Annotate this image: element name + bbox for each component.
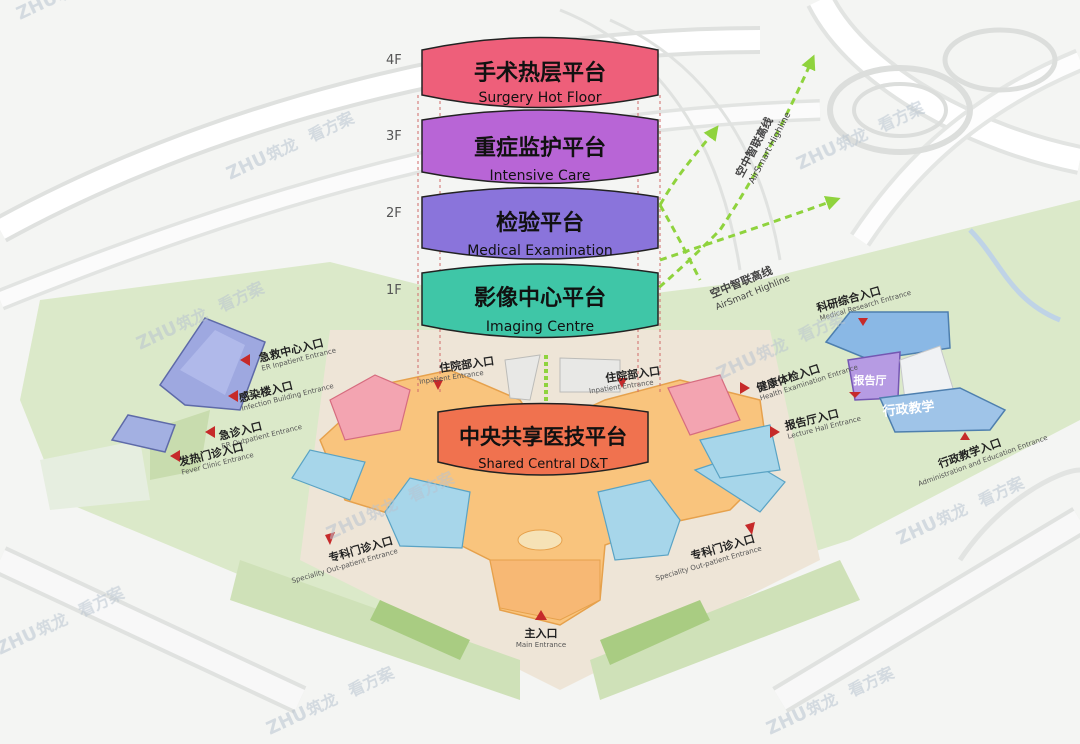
level-label-4f: 4F [386,53,402,68]
svg-text:看方案: 看方案 [974,473,1027,511]
arrow-research [858,318,868,326]
svg-text:ZHU: ZHU [223,147,271,184]
floor-platform-2f: 检验平台 Medical Examination [421,186,659,260]
svg-text:Main Entrance: Main Entrance [516,641,566,649]
entrance-arrows [170,318,970,620]
arrow-specialty-left [325,532,335,545]
floor-3f-subtitle: Intensive Care [490,168,591,184]
admin-education-label: 行政教学 [881,398,935,419]
emergency-buildings [110,317,266,453]
arrow-lecture [770,426,780,438]
svg-text:ZHU: ZHU [793,137,841,174]
svg-text:ZHU: ZHU [0,622,41,659]
building-labels: 行政教学 报告厅 [854,373,936,420]
arrow-er [205,426,215,438]
floor-platform-1f: 影像中心平台 Imaging Centre [421,263,659,339]
floor-platform-4f: 手术热层平台 Surgery Hot Floor [421,36,659,109]
arrow-specialty-right [745,522,755,535]
svg-text:主入口: 主入口 [525,626,558,640]
svg-text:筑龙: 筑龙 [304,689,341,720]
level-label-2f: 2F [386,206,402,221]
level-label-1f: 1F [386,283,402,298]
arrow-main [535,610,547,620]
level-labels: 4F 3F 2F 1F [386,53,402,298]
floor-platform-3f: 重症监护平台 Intensive Care [421,109,659,185]
arrow-emergency [240,354,250,366]
svg-text:筑龙: 筑龙 [934,499,971,530]
svg-text:看方案: 看方案 [344,663,397,701]
central-subtitle: Shared Central D&T [478,457,608,472]
floor-4f-title: 手术热层平台 [474,60,606,86]
admin-buildings [824,311,1007,433]
context-roads [0,0,1080,714]
watermark-1: ZHU 筑龙 看方案 [13,0,90,25]
svg-text:筑龙: 筑龙 [264,134,301,165]
arrow-inpatient-right [617,378,627,388]
floor-4f-subtitle: Surgery Hot Floor [478,90,601,106]
floor-1f-subtitle: Imaging Centre [486,319,594,335]
airsmart-highlines [649,54,841,297]
arrow-infection [228,390,238,402]
arrow-admin [960,432,970,440]
floor-2f-title: 检验平台 [496,210,584,236]
central-shared-platform: 中央共享医技平台 Shared Central D&T [437,402,649,476]
floor-2f-subtitle: Medical Examination [467,243,613,259]
arrow-fever [170,450,180,462]
arrow-health [740,382,750,394]
arrow-lecture-2 [849,392,861,398]
svg-text:ZHU: ZHU [893,512,941,549]
main-podium [291,354,786,626]
svg-text:筑龙: 筑龙 [34,609,71,640]
lecture-hall-label: 报告厅 [854,373,887,387]
central-title: 中央共享医技平台 [459,425,627,449]
arrow-inpatient-left [433,380,443,390]
level-label-3f: 3F [386,129,402,144]
entrance-main: 主入口 Main Entrance [516,626,566,649]
floor-3f-title: 重症监护平台 [474,135,606,161]
svg-text:ZHU: ZHU [13,0,61,25]
floor-1f-title: 影像中心平台 [474,285,606,311]
